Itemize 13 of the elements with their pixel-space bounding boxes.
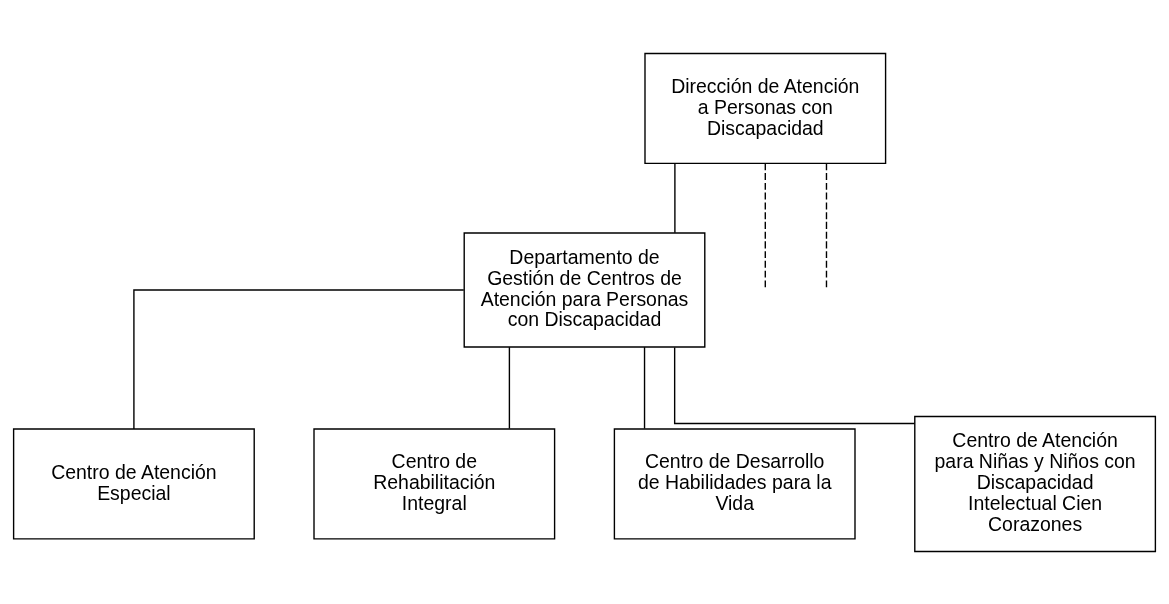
connector	[674, 162, 676, 233]
node-box: Dirección de Atención a Personas con Discapacidad	[644, 52, 887, 164]
connector	[673, 346, 916, 424]
connector	[764, 162, 766, 290]
connector	[825, 162, 828, 290]
connector	[508, 345, 511, 429]
node-box: Centro de Atención para Niñas y Niños con Discapacidad Intelectual Cien Corazones	[914, 415, 1157, 552]
connector	[643, 345, 646, 429]
node-box: Departamento de Gestión de Centros de Atención para Personas con Discapacidad	[463, 231, 706, 348]
node-box: Centro de Desarrollo de Habilidades para la Vida	[613, 427, 856, 540]
node-box: Centro de Rehabilitación Integral	[313, 427, 556, 540]
connector	[133, 288, 465, 430]
node-box: Centro de Atención Especial	[12, 427, 255, 540]
